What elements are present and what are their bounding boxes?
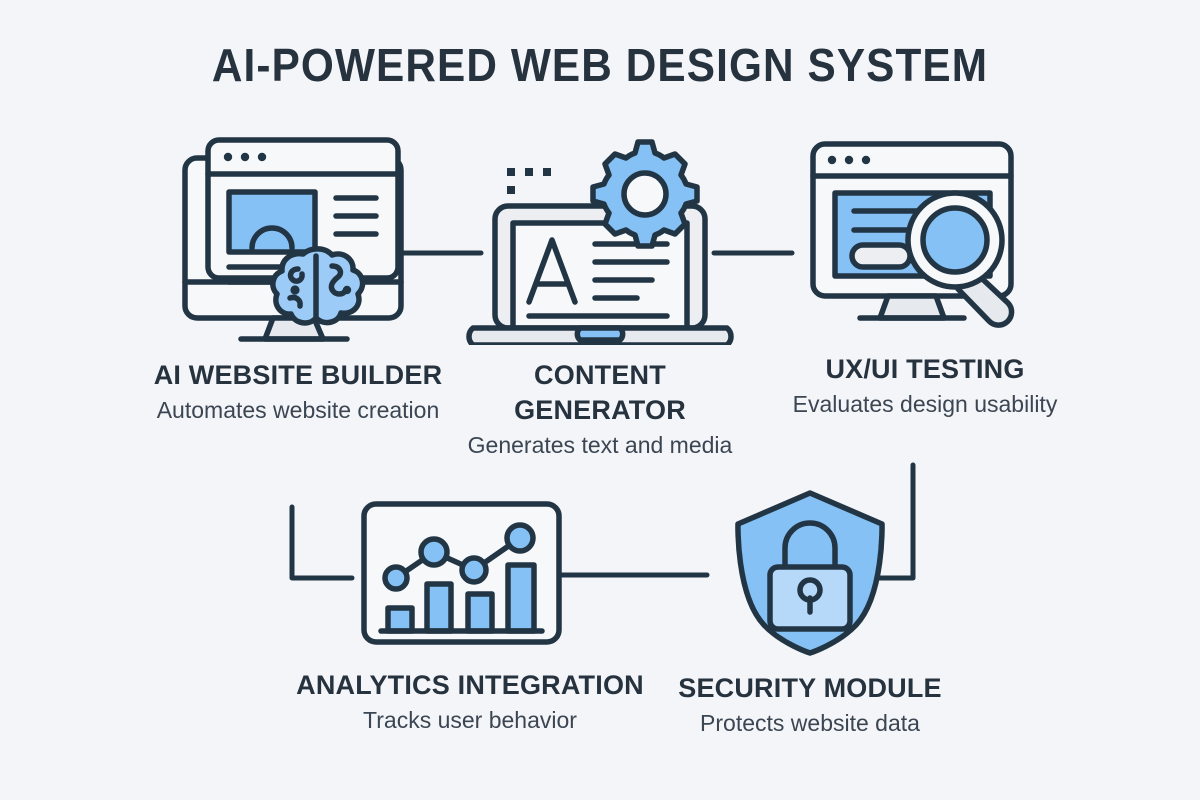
laptop-gear-typography-icon (466, 139, 734, 345)
node-description: Generates text and media (467, 432, 733, 458)
gear-icon (590, 139, 700, 249)
node-description: Tracks user behavior (363, 707, 577, 733)
page-title: AI-POWERED WEB DESIGN SYSTEM (211, 39, 989, 91)
node-label-security-module: SECURITY MODULE Protects website data (660, 671, 960, 739)
node-description: Protects website data (700, 710, 920, 736)
node-title: UX/UI TESTING (825, 354, 1025, 384)
node-label-ux-ui-testing: UX/UI TESTING Evaluates design usability (790, 352, 1060, 420)
shield-padlock-icon (735, 490, 885, 656)
chart-points (382, 522, 536, 592)
brain-icon (270, 246, 366, 326)
node-title: SECURITY MODULE (678, 673, 942, 703)
node-title: ANALYTICS INTEGRATION (296, 670, 644, 700)
monitor-browser-brain-icon (182, 137, 404, 342)
node-label-ai-website-builder: AI WEBSITE BUILDER Automates website cre… (148, 358, 448, 426)
connector-builder-to-analytics (289, 504, 355, 581)
node-title: CONTENT GENERATOR (514, 360, 686, 425)
letter-a-glyph (526, 237, 578, 305)
node-label-content-generator: CONTENT GENERATOR Generates text and med… (455, 358, 745, 461)
bar-line-chart-icon (361, 501, 562, 645)
magnifier-icon (905, 190, 1015, 328)
pill-button-shape (849, 242, 913, 270)
browser-dots (223, 152, 267, 162)
monitor-magnifier-icon (810, 141, 1015, 328)
node-label-analytics-integration: ANALYTICS INTEGRATION Tracks user behavi… (250, 668, 690, 736)
node-title: AI WEBSITE BUILDER (153, 360, 443, 390)
node-description: Automates website creation (156, 397, 440, 423)
browser-dots (827, 155, 871, 165)
node-description: Evaluates design usability (792, 391, 1058, 417)
